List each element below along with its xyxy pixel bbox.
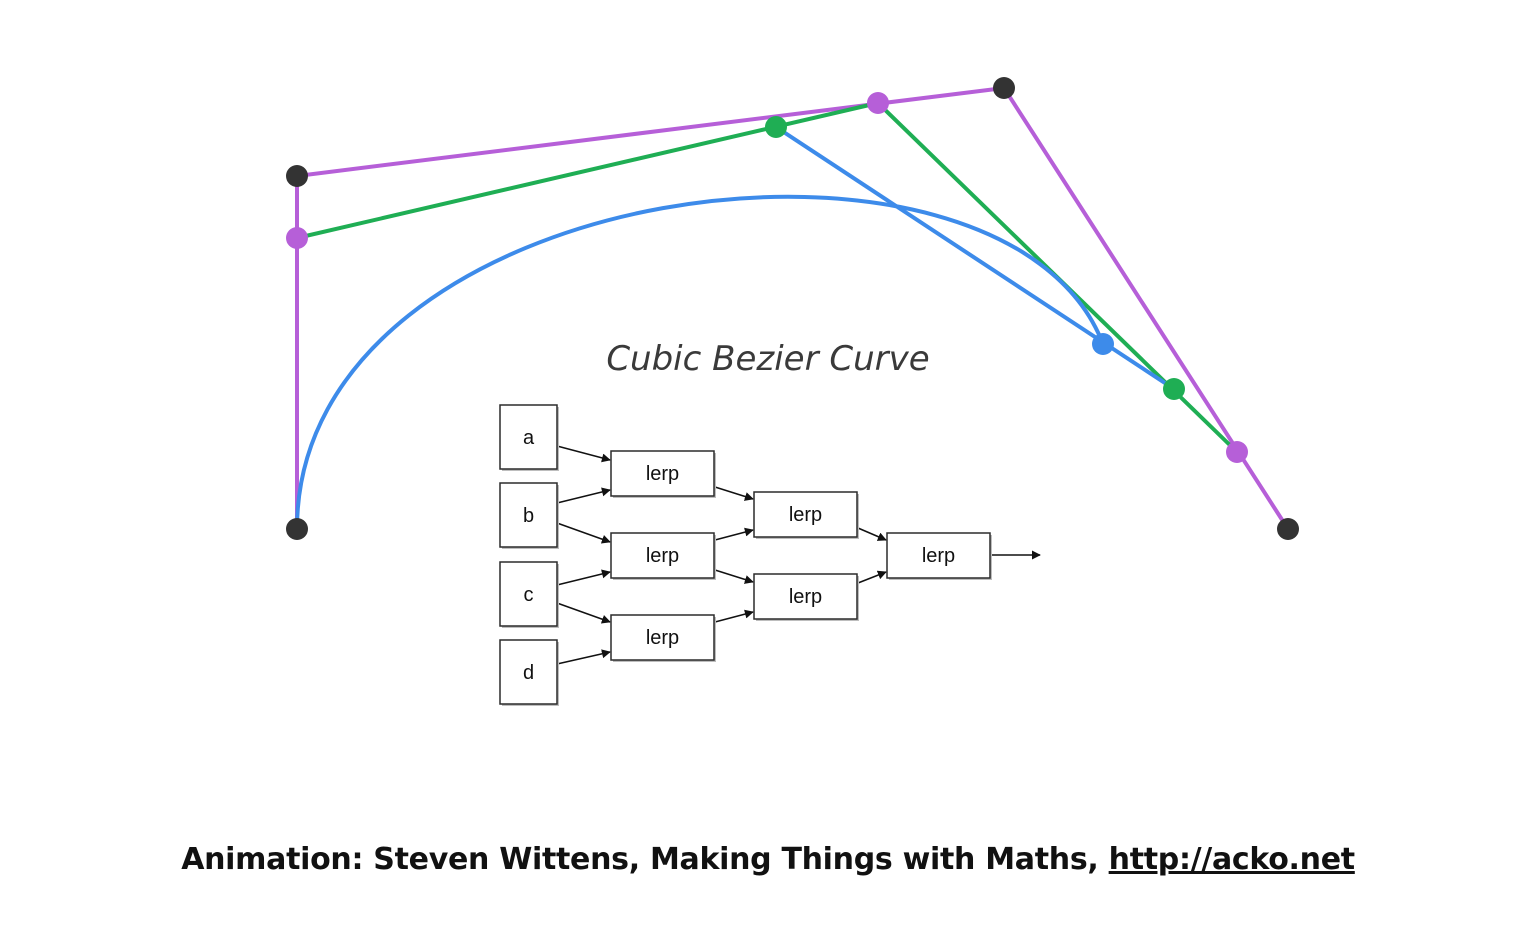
- lerp-label: lerp: [922, 545, 955, 567]
- lerp-node-level1-2: lerp: [610, 532, 716, 580]
- arrow-d-to-lerp3: [556, 649, 611, 665]
- input-label-d: d: [523, 662, 534, 684]
- lerp-graph: a b c d lerp lerp: [499, 404, 1041, 706]
- arrow-lerp1-to-lerp4: [714, 486, 754, 501]
- control-point-p0[interactable]: [286, 518, 308, 540]
- control-point-p3[interactable]: [1277, 518, 1299, 540]
- arrow-lerp5-to-lerp6: [857, 570, 887, 584]
- arrow-c-to-lerp2: [556, 569, 611, 586]
- acko-link[interactable]: http://acko.net: [1108, 842, 1355, 877]
- arrow-lerp2-to-lerp5: [714, 569, 754, 584]
- control-point-p2[interactable]: [993, 77, 1015, 99]
- input-node-b: b: [499, 482, 559, 549]
- input-label-b: b: [523, 505, 534, 527]
- control-point-p1[interactable]: [286, 165, 308, 187]
- lerp-point-level1-b: [867, 92, 889, 114]
- lerp-point-level1-a: [286, 227, 308, 249]
- input-label-a: a: [523, 427, 535, 449]
- lerp-point-level1-c: [1226, 441, 1248, 463]
- diagram-title: Cubic Bezier Curve: [606, 339, 929, 379]
- input-node-a: a: [499, 404, 559, 471]
- curve-point: [1092, 333, 1114, 355]
- lerp-label: lerp: [789, 504, 822, 526]
- lerp-label: lerp: [789, 586, 822, 608]
- lerp-label: lerp: [646, 545, 679, 567]
- attribution-caption: Animation: Steven Wittens, Making Things…: [0, 842, 1536, 877]
- lerp-node-level1-1: lerp: [610, 450, 716, 498]
- lerp-node-level2-2: lerp: [753, 573, 859, 621]
- lerp-node-level3-1: lerp: [886, 532, 992, 580]
- input-node-c: c: [499, 561, 559, 628]
- arrow-lerp2-to-lerp4: [714, 527, 754, 541]
- lerp-point-level2-b: [1163, 378, 1185, 400]
- bezier-geometry: [286, 77, 1299, 540]
- bezier-curve: [295, 194, 1105, 530]
- lerp-label: lerp: [646, 627, 679, 649]
- arrow-b-to-lerp1: [556, 487, 611, 504]
- input-node-d: d: [499, 639, 559, 706]
- arrow-lerp4-to-lerp6: [857, 527, 887, 541]
- lerp-node-level2-1: lerp: [753, 491, 859, 539]
- arrow-c-to-lerp3: [556, 602, 611, 624]
- control-polygon: [295, 85, 1290, 531]
- second-level-lines: [296, 100, 1239, 454]
- lerp-node-level1-3: lerp: [610, 614, 716, 662]
- arrow-b-to-lerp2: [556, 522, 611, 544]
- input-label-c: c: [524, 584, 534, 606]
- arrow-a-to-lerp1: [556, 445, 611, 463]
- lerp-label: lerp: [646, 463, 679, 485]
- arrows: [556, 445, 1041, 665]
- caption-text: Animation: Steven Wittens, Making Things…: [181, 842, 1109, 877]
- lerp-point-level2-a: [765, 116, 787, 138]
- arrow-lerp3-to-lerp5: [714, 609, 754, 623]
